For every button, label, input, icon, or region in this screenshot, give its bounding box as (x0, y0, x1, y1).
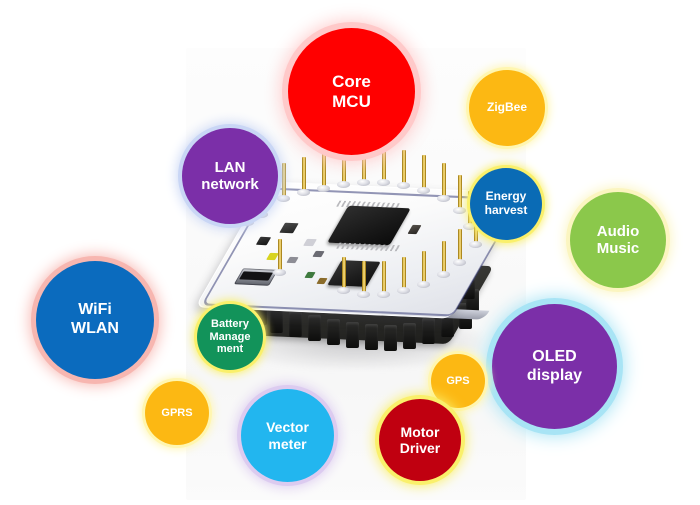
female-header-block (422, 318, 435, 344)
feature-bubble-label: GPS (446, 374, 470, 387)
header-pin-pad (357, 179, 370, 186)
feature-bubble-vector-meter[interactable]: Vector meter (241, 389, 334, 482)
header-pin-pad (357, 291, 370, 298)
female-header-block (289, 311, 302, 337)
feature-bubble-zigbee[interactable]: ZigBee (469, 70, 545, 146)
feature-bubble-lan-network[interactable]: LAN network (182, 128, 278, 224)
feature-bubble-label: GPRS (161, 406, 193, 419)
female-header-block (384, 325, 397, 351)
gold-header-pin (402, 150, 406, 184)
header-pin-pad (397, 182, 410, 189)
feature-bubble-label: Energy harvest (484, 189, 528, 217)
feature-bubble-energy-harvest[interactable]: Energy harvest (470, 168, 542, 240)
header-pin-pad (463, 223, 476, 230)
gold-header-pin (474, 209, 478, 243)
gold-header-pin (362, 147, 366, 181)
female-header-block (403, 323, 416, 349)
header-pin-pad (337, 287, 350, 294)
gold-header-pin (322, 153, 326, 187)
gold-header-pin (278, 239, 282, 271)
feature-bubble-motor-driver[interactable]: Motor Driver (379, 399, 461, 481)
feature-bubble-label: Motor Driver (399, 423, 441, 456)
gold-header-pin (442, 241, 446, 273)
feature-bubble-gprs[interactable]: GPRS (145, 381, 209, 445)
gold-header-pin (382, 261, 386, 293)
header-pin-pad (397, 287, 410, 294)
header-pin-pad (337, 181, 350, 188)
gold-header-pin (382, 147, 386, 181)
stacked-pcb-module-photo (194, 147, 524, 380)
female-header-block (365, 324, 378, 350)
feature-bubble-gps[interactable]: GPS (431, 354, 485, 408)
female-header-block (327, 319, 340, 345)
feature-bubble-label: Battery Manage ment (209, 317, 251, 356)
feature-bubble-label: WiFi WLAN (71, 301, 119, 337)
header-pin-pad (277, 195, 290, 202)
feature-bubble-battery-management[interactable]: Battery Manage ment (197, 304, 263, 370)
header-pin-pad (255, 211, 268, 218)
header-pin-pad (241, 219, 254, 226)
feature-bubble-label: Vector meter (266, 419, 309, 452)
feature-bubble-label: LAN network (201, 158, 259, 193)
header-pin-pad (297, 189, 310, 196)
header-pin-pad (453, 207, 466, 214)
feature-bubble-wifi-wlan[interactable]: WiFi WLAN (36, 261, 154, 379)
gold-header-pin (458, 175, 462, 209)
feature-bubble-label: Core MCU (332, 71, 371, 111)
feature-bubble-label: ZigBee (486, 100, 527, 115)
gold-header-pin (422, 251, 426, 283)
header-pin-pad (273, 269, 286, 276)
gold-header-pin (362, 261, 366, 293)
feature-bubble-oled-display[interactable]: OLED display (492, 304, 617, 429)
feature-bubble-audio-music[interactable]: Audio Music (570, 192, 666, 288)
gold-header-pin (422, 155, 426, 189)
gold-header-pin (302, 157, 306, 191)
gold-header-pin (342, 149, 346, 183)
header-pin-pad (469, 241, 482, 248)
header-pin-pad (453, 259, 466, 266)
header-pin-pad (377, 179, 390, 186)
gold-header-pin (442, 163, 446, 197)
feature-bubble-label: Audio Music (596, 222, 640, 257)
header-pin-pad (437, 195, 450, 202)
header-pin-pad (437, 271, 450, 278)
header-pin-pad (417, 187, 430, 194)
gold-header-pin (402, 257, 406, 289)
header-pin-pad (417, 281, 430, 288)
female-header-block (308, 315, 321, 341)
feature-bubble-core-mcu[interactable]: Core MCU (288, 28, 415, 155)
header-pin-pad (317, 185, 330, 192)
feature-bubble-label: OLED display (526, 347, 583, 384)
gold-header-pin (282, 163, 286, 197)
female-header-block (346, 322, 359, 348)
gold-header-pin (342, 257, 346, 289)
female-header-block (270, 307, 283, 333)
micro-usb-opening (239, 271, 273, 281)
gold-header-pin (458, 229, 462, 261)
header-pin-pad (377, 291, 390, 298)
